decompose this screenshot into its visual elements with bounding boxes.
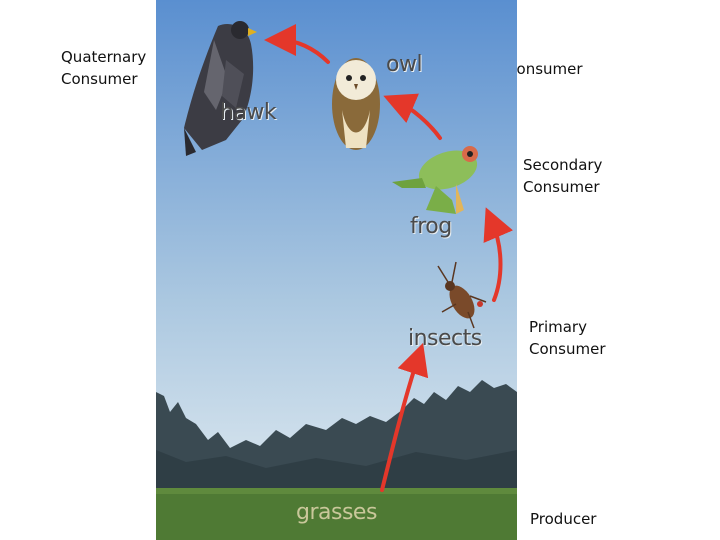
arrow-frog-to-owl [383,93,442,140]
quaternary-line-2: Consumer [61,70,138,88]
secondary-consumer-label: Secondary Consumer [523,154,602,198]
secondary-line-1: Secondary [523,156,603,174]
tree-shadow [156,450,517,495]
quaternary-line-1: Quaternary [61,48,147,66]
grasses-label: grasses [296,500,377,525]
food-chain-illustration [156,0,517,540]
primary-line-1: Primary [529,318,587,336]
insect-icon [437,261,487,329]
hawk-icon [184,21,257,156]
food-chain-image: hawk owl frog insects grasses [156,0,517,540]
insects-label: insects [408,326,482,351]
flow-arrows [264,24,514,492]
grass-highlight [156,488,517,494]
frog-label: frog [410,214,452,239]
quaternary-consumer-label: Quaternary Consumer [61,46,146,90]
primary-consumer-label: Primary Consumer [529,316,606,360]
arrow-grasses-to-insects [380,342,429,492]
owl-label: owl [386,52,423,77]
grass-field [156,488,517,540]
owl-icon [332,58,380,150]
frog-icon [392,146,478,214]
secondary-line-2: Consumer [523,178,600,196]
primary-line-2: Consumer [529,340,606,358]
hawk-label: hawk [220,100,277,125]
arrow-insects-to-frog [483,207,514,302]
arrow-owl-to-hawk [264,24,330,64]
producer-label: Producer [530,510,597,528]
